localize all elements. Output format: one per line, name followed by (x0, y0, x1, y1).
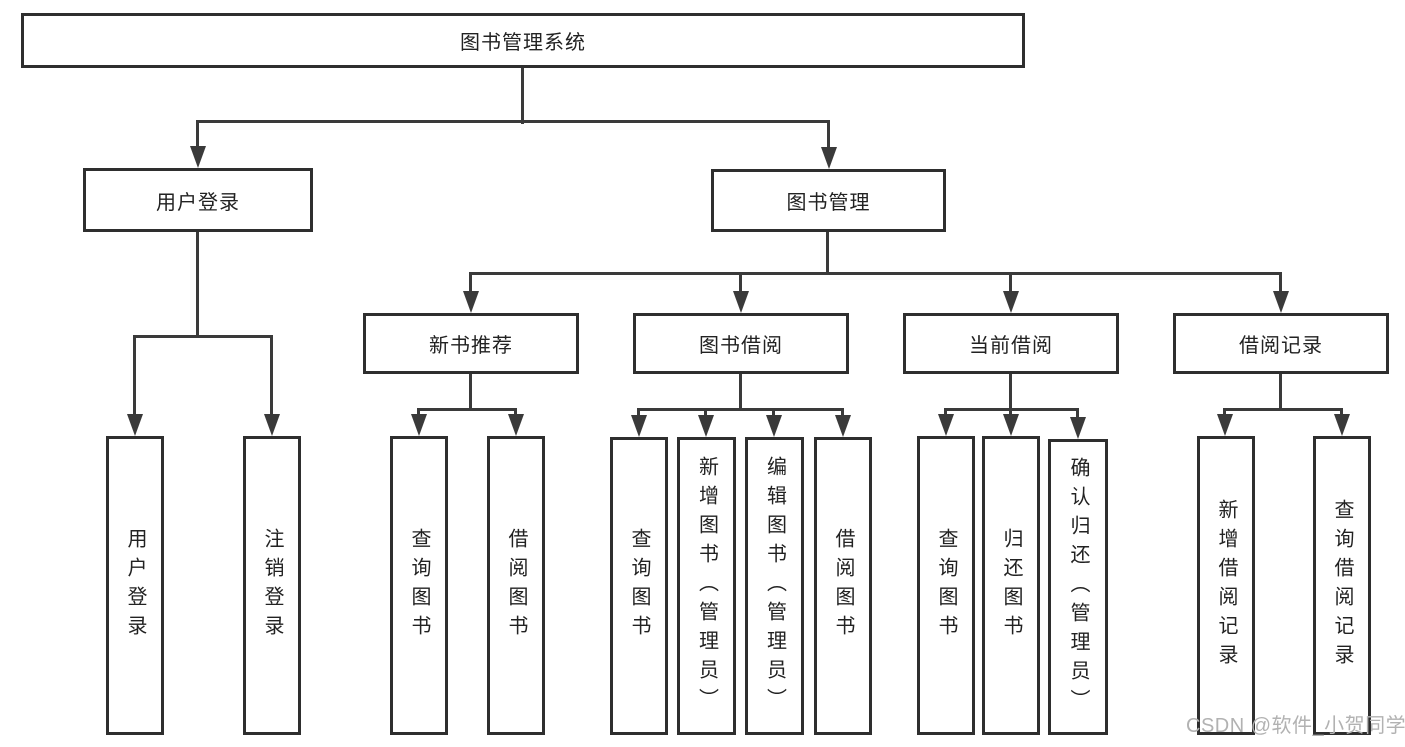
node-root-system: 图书管理系统 (21, 13, 1025, 68)
csdn-watermark: CSDN @软件_小贺同学 (1186, 715, 1405, 737)
connector-line-vertical (1009, 272, 1012, 295)
arrow-down-icon (1003, 291, 1019, 313)
arrow-down-icon (463, 291, 479, 313)
node-current-borrowing-label: 当前借阅 (969, 335, 1053, 357)
arrow-down-icon (1217, 414, 1233, 436)
connector-line-vertical (637, 408, 640, 419)
connector-line-vertical (1340, 408, 1343, 418)
connector-line-vertical (469, 272, 472, 295)
connector-line-vertical (514, 408, 517, 418)
connector-line-horizontal (637, 408, 844, 411)
node-user-login: 用户登录 (83, 168, 313, 232)
connector-line-vertical (944, 408, 947, 418)
arrow-down-icon (127, 414, 143, 436)
connector-line-horizontal (196, 120, 830, 123)
node-root-label: 图书管理系统 (460, 32, 586, 54)
arrow-down-icon (733, 291, 749, 313)
leaf-confirm-return-admin: 确认归还（管理员） (1048, 439, 1108, 735)
arrow-down-icon (190, 146, 206, 168)
arrow-down-icon (698, 415, 714, 437)
leaf-edit-books-admin-label: 编辑图书（管理员） (763, 455, 786, 717)
connector-line-horizontal (133, 335, 273, 338)
leaf-logout-label: 注销登录 (261, 527, 283, 644)
arrow-down-icon (631, 415, 647, 437)
leaf-query-borrow-record-label: 查询借阅记录 (1331, 498, 1353, 673)
leaf-add-books-admin-label: 新增图书（管理员） (695, 455, 718, 717)
connector-line-vertical (739, 272, 742, 295)
node-new-book-recommend: 新书推荐 (363, 313, 579, 374)
arrow-down-icon (264, 414, 280, 436)
connector-line-vertical (1009, 408, 1012, 418)
node-book-borrowing: 图书借阅 (633, 313, 849, 374)
leaf-query-books-borrowing: 查询图书 (610, 437, 668, 735)
node-new-book-recommend-label: 新书推荐 (429, 335, 513, 357)
leaf-confirm-return-admin-label: 确认归还（管理员） (1067, 456, 1089, 718)
connector-line-vertical (270, 335, 273, 418)
leaf-query-books-current-label: 查询图书 (935, 527, 957, 644)
connector-line-vertical (469, 374, 472, 410)
arrow-down-icon (835, 415, 851, 437)
connector-line-vertical (772, 408, 775, 419)
connector-line-vertical (1223, 408, 1226, 418)
arrow-down-icon (1070, 417, 1086, 439)
leaf-query-books-recommend-label: 查询图书 (408, 527, 430, 644)
leaf-add-books-admin: 新增图书（管理员） (677, 437, 736, 735)
leaf-user-login: 用户登录 (106, 436, 164, 735)
connector-line-vertical (826, 232, 829, 274)
connector-line-vertical (704, 408, 707, 419)
leaf-query-books-current: 查询图书 (917, 436, 975, 735)
leaf-return-books-label: 归还图书 (1000, 527, 1022, 644)
connector-line-vertical (1279, 374, 1282, 410)
connector-line-vertical (196, 120, 199, 150)
arrow-down-icon (821, 147, 837, 169)
connector-line-vertical (521, 68, 524, 124)
arrow-down-icon (411, 414, 427, 436)
node-book-management: 图书管理 (711, 169, 946, 232)
leaf-query-books-borrowing-label: 查询图书 (628, 528, 650, 644)
connector-line-vertical (196, 232, 199, 337)
arrow-down-icon (1334, 414, 1350, 436)
leaf-add-borrow-record-label: 新增借阅记录 (1215, 498, 1237, 673)
arrow-down-icon (1003, 414, 1019, 436)
node-borrowing-records: 借阅记录 (1173, 313, 1389, 374)
connector-line-vertical (841, 408, 844, 419)
connector-line-vertical (1009, 374, 1012, 410)
connector-line-vertical (1076, 408, 1079, 421)
arrow-down-icon (938, 414, 954, 436)
leaf-borrow-books-recommend: 借阅图书 (487, 436, 545, 735)
leaf-return-books: 归还图书 (982, 436, 1040, 735)
node-book-management-label: 图书管理 (786, 192, 871, 214)
leaf-query-books-recommend: 查询图书 (390, 436, 448, 735)
leaf-borrow-books-recommend-label: 借阅图书 (505, 527, 527, 644)
leaf-user-login-label: 用户登录 (124, 527, 146, 644)
connector-line-vertical (1279, 272, 1282, 295)
connector-line-horizontal (1223, 408, 1343, 411)
connector-line-vertical (417, 408, 420, 418)
node-current-borrowing: 当前借阅 (903, 313, 1119, 374)
arrow-down-icon (508, 414, 524, 436)
connector-line-horizontal (417, 408, 517, 411)
node-borrowing-records-label: 借阅记录 (1239, 335, 1323, 357)
leaf-edit-books-admin: 编辑图书（管理员） (745, 437, 804, 735)
arrow-down-icon (766, 415, 782, 437)
leaf-borrow-books-label: 借阅图书 (832, 528, 854, 644)
connector-line-vertical (133, 335, 136, 418)
connector-line-vertical (739, 374, 742, 410)
connector-line-vertical (827, 120, 830, 150)
leaf-add-borrow-record: 新增借阅记录 (1197, 436, 1255, 735)
node-book-borrowing-label: 图书借阅 (699, 335, 783, 357)
leaf-borrow-books: 借阅图书 (814, 437, 872, 735)
connector-line-horizontal (469, 272, 1282, 275)
leaf-logout: 注销登录 (243, 436, 301, 735)
leaf-query-borrow-record: 查询借阅记录 (1313, 436, 1371, 735)
node-user-login-label: 用户登录 (156, 191, 240, 214)
arrow-down-icon (1273, 291, 1289, 313)
